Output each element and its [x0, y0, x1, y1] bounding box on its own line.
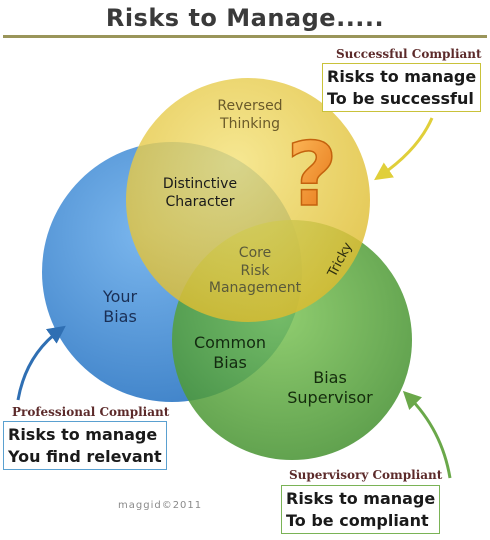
- callout-successful-heading: Successful Compliant: [336, 47, 482, 61]
- callout-supervisory-heading: Supervisory Compliant: [289, 468, 443, 482]
- callout-professional-line2: You find relevant: [8, 446, 162, 466]
- label-bias-supervisor-line2: Supervisor: [287, 388, 373, 407]
- label-reversed-thinking-line1: Reversed: [217, 98, 283, 114]
- callout-supervisory-line1: Risks to manage: [286, 489, 436, 508]
- callout-supervisory-line2: To be compliant: [286, 510, 429, 530]
- callout-successful-box: Risks to manage To be successful: [322, 63, 482, 113]
- label-bias-supervisor-line1: Bias: [313, 368, 347, 387]
- label-core-line3: Management: [208, 280, 302, 296]
- callout-professional-box: Risks to manage You find relevant: [3, 421, 167, 471]
- circle-reversed-thinking: [126, 78, 370, 322]
- label-distinctive-line2: Character: [165, 193, 235, 210]
- label-reversed-thinking-line2: Thinking: [220, 115, 280, 132]
- label-bias-supervisor: Bias Supervisor: [270, 368, 390, 408]
- callout-successful-line2: To be successful: [327, 88, 474, 108]
- label-your-bias: Your Bias: [80, 287, 160, 327]
- label-reversed-thinking: Reversed Thinking: [200, 98, 300, 133]
- label-core-risk-management: Core Risk Management: [200, 245, 310, 298]
- callout-professional-heading: Professional Compliant: [12, 405, 170, 419]
- arrow-supervisory: [402, 390, 452, 479]
- arrow-successful: [374, 117, 434, 181]
- label-common-bias: Common Bias: [180, 333, 280, 373]
- question-mark-icon: ?: [286, 123, 337, 226]
- label-distinctive-line1: Distinctive: [162, 176, 238, 192]
- callout-supervisory-box: Risks to manage To be compliant: [281, 485, 441, 535]
- callout-professional-line1: Risks to manage: [8, 425, 158, 444]
- label-common-line2: Bias: [213, 353, 247, 372]
- page-title: Risks to Manage.....: [105, 4, 385, 32]
- callout-successful-line1: Risks to manage: [327, 67, 477, 86]
- arrow-professional: [16, 325, 66, 401]
- label-core-line1: Core: [238, 245, 272, 261]
- label-common-line1: Common: [193, 333, 267, 352]
- label-your-bias-line1: Your: [102, 287, 138, 306]
- title-divider: [3, 35, 487, 38]
- label-core-line2: Risk: [240, 262, 270, 279]
- label-distinctive-character: Distinctive Character: [150, 176, 250, 211]
- label-your-bias-line2: Bias: [103, 307, 137, 326]
- credit-text: maggid©2011: [118, 500, 203, 511]
